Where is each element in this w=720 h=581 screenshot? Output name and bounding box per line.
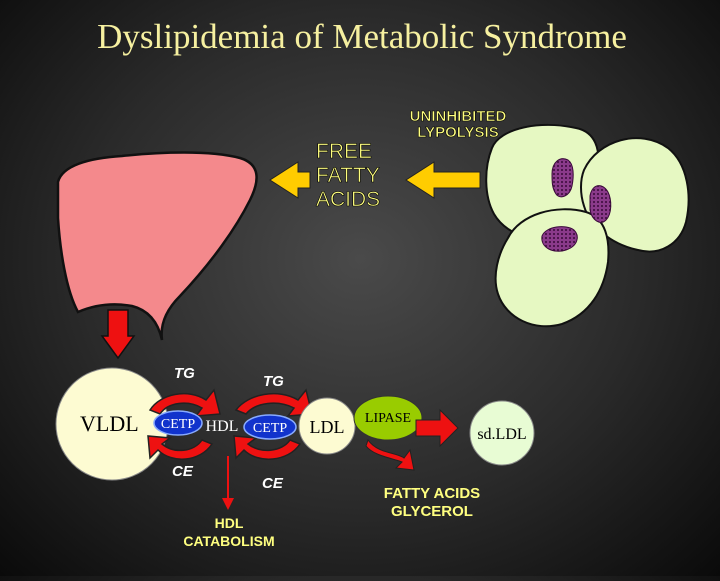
sdldl-particle	[469, 400, 535, 466]
liver-shape	[56, 151, 258, 341]
cetp-right-label: CETP	[253, 421, 287, 436]
red-arrow-down	[100, 309, 136, 360]
red-arrow-to-sdldl	[415, 408, 459, 448]
tg-arrow-top-left	[148, 388, 221, 417]
ce-label-right: CE	[262, 475, 284, 492]
yellow-arrow-right	[405, 161, 481, 199]
hdl-catabolism-line1: HDL	[215, 515, 244, 531]
adipocyte-bottom	[494, 208, 610, 328]
ce-arrow-bottom-left	[147, 435, 214, 460]
ce-arrow-bottom-right	[233, 435, 302, 460]
page-title: Dyslipidemia of Metabolic Syndrome	[97, 17, 627, 56]
nucleus-top	[551, 158, 574, 198]
ffa-label-line3: ACIDS	[316, 188, 380, 211]
nucleus-bottom	[541, 226, 578, 252]
ldl-particle	[298, 397, 356, 455]
vldl-label: VLDL	[80, 411, 139, 436]
adipocyte-cluster	[485, 124, 690, 328]
red-curve-arrow	[365, 438, 415, 471]
cetp-left-ellipse	[153, 410, 203, 436]
lipase-label: LIPASE	[365, 411, 411, 426]
uninhibited-label-line1: UNINHIBITED	[410, 108, 507, 125]
hdl-catabolism-line2: CATABOLISM	[183, 533, 274, 549]
tg-arrow-top-right	[234, 388, 313, 417]
ce-label-left: CE	[172, 463, 194, 480]
cetp-left-label: CETP	[161, 417, 195, 432]
ffa-label-line2: FATTY	[316, 164, 380, 187]
lipase-enzyme	[353, 395, 423, 441]
yellow-arrow-left	[269, 161, 311, 199]
fatty-acids-glycerol-line2: GLYCEROL	[391, 503, 473, 520]
tg-label-right: TG	[263, 373, 284, 390]
sdldl-label: sd.LDL	[477, 426, 526, 443]
uninhibited-label-line2: LYPOLYSIS	[417, 124, 498, 141]
ldl-label: LDL	[310, 417, 345, 437]
adipocyte-right	[580, 137, 690, 253]
cetp-right-ellipse	[243, 414, 297, 440]
ffa-label-line1: FREE	[316, 140, 372, 163]
fatty-acids-glycerol-line1: FATTY ACIDS	[384, 485, 480, 502]
hdl-catabolism-arrow-head	[222, 498, 234, 510]
tg-label-left: TG	[174, 365, 195, 382]
hdl-label: HDL	[206, 418, 239, 435]
nucleus-right	[589, 185, 612, 223]
